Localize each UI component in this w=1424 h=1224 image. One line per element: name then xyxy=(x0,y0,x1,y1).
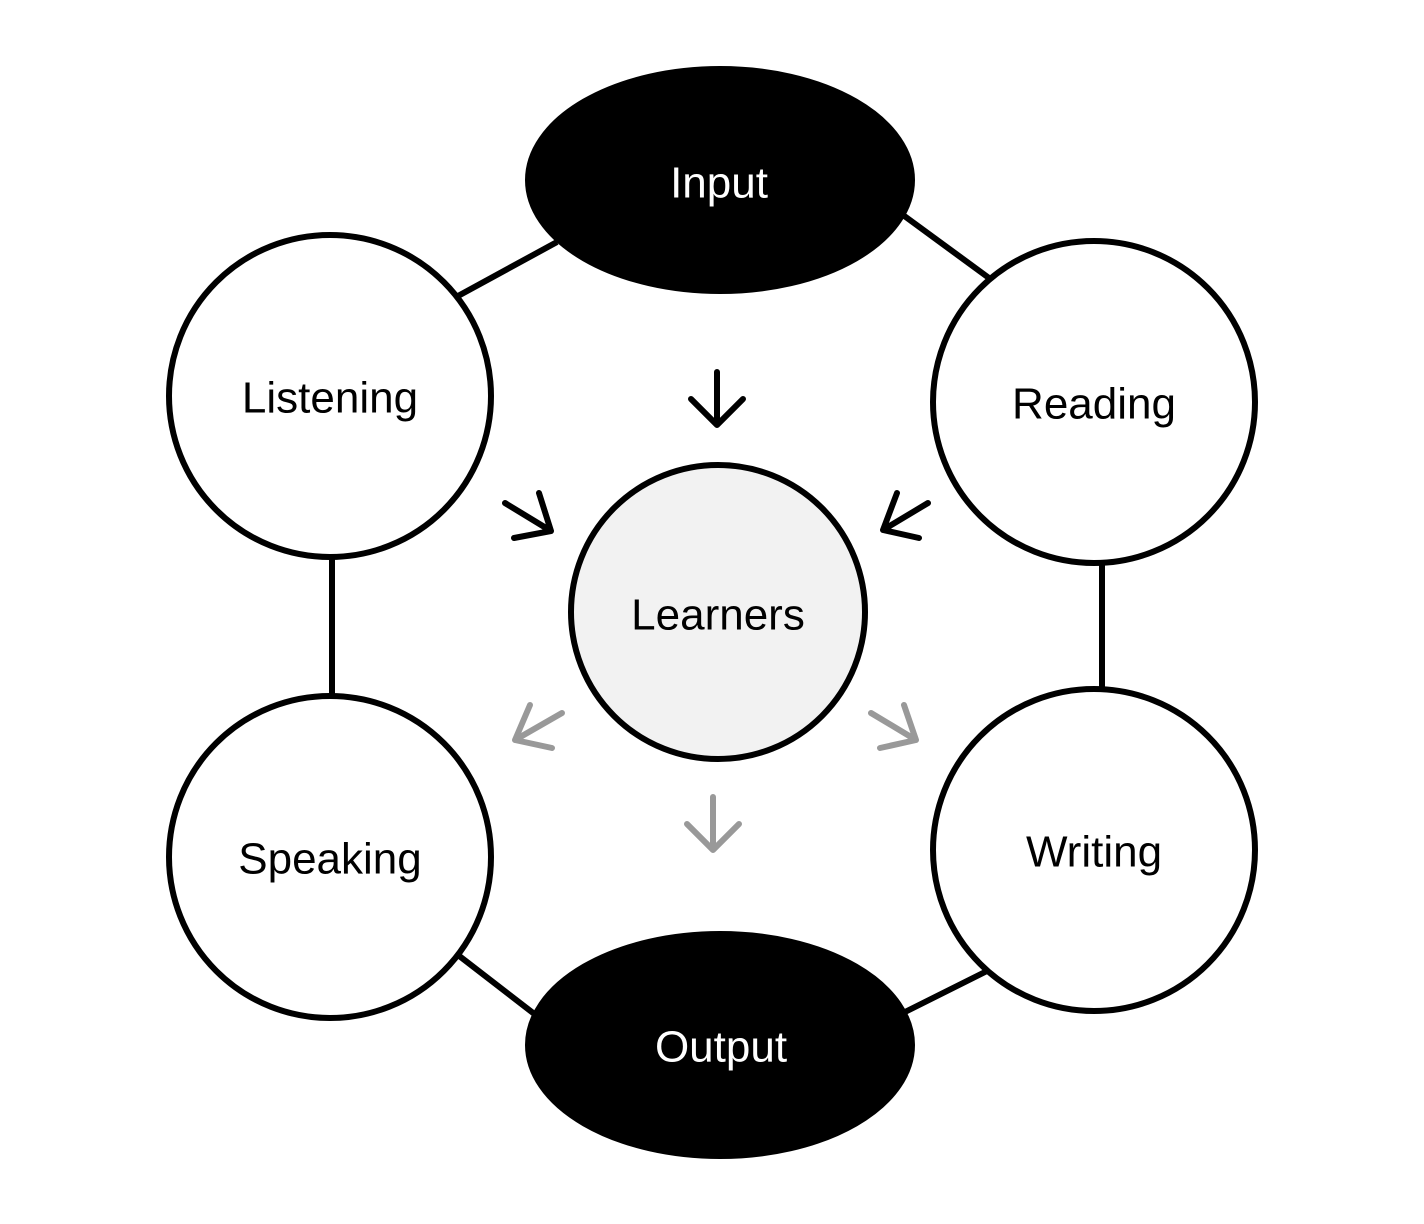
arrow-down-left-icon xyxy=(512,702,565,751)
writing-label: Writing xyxy=(1026,828,1162,877)
output-label: Output xyxy=(655,1023,787,1072)
speaking-label: Speaking xyxy=(238,835,421,884)
speaking-node: Speaking xyxy=(166,693,494,1021)
input-node: Input xyxy=(525,66,915,294)
connector-input-listening xyxy=(456,239,559,299)
reading-node: Reading xyxy=(930,238,1258,566)
arrow-down-icon xyxy=(684,794,742,853)
connectors xyxy=(329,212,1105,1019)
arrow-input-to-learners xyxy=(688,369,746,428)
arrow-down-icon xyxy=(688,369,746,428)
arrow-learners-to-speaking xyxy=(512,702,565,751)
arrow-listening-to-learners xyxy=(502,490,554,541)
listening-circle xyxy=(166,232,494,560)
output-ellipse xyxy=(525,931,915,1159)
connector-writing-output xyxy=(901,967,991,1016)
listening-label: Listening xyxy=(242,374,418,423)
reading-label: Reading xyxy=(1012,380,1176,429)
flow-arrows xyxy=(502,369,931,853)
learners-node: Learners xyxy=(568,462,868,762)
input-ellipse xyxy=(525,66,915,294)
arrow-learners-to-output xyxy=(684,794,742,853)
learners-circle xyxy=(568,462,868,762)
writing-circle xyxy=(930,686,1258,1014)
arrow-down-right-icon xyxy=(502,490,554,541)
input-label: Input xyxy=(670,159,768,208)
writing-node: Writing xyxy=(930,686,1258,1014)
listening-node: Listening xyxy=(166,232,494,560)
arrow-reading-to-learners xyxy=(880,490,931,541)
arrow-down-left-icon xyxy=(880,490,931,541)
reading-circle xyxy=(930,238,1258,566)
connector-speaking-output xyxy=(456,952,539,1019)
arrow-learners-to-writing xyxy=(868,702,919,751)
output-node: Output xyxy=(525,931,915,1159)
learners-label: Learners xyxy=(631,591,805,640)
connector-input-reading xyxy=(901,212,991,281)
arrow-down-right-icon xyxy=(868,702,919,751)
speaking-circle xyxy=(166,693,494,1021)
